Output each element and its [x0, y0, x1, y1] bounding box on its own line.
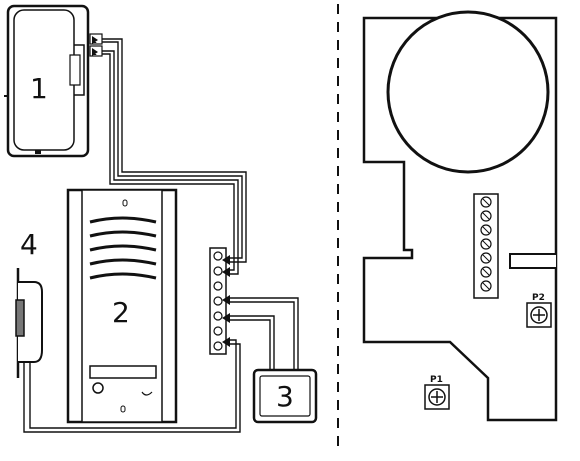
label-panel: 2	[112, 296, 130, 329]
call-button	[92, 382, 104, 394]
circuit-board	[362, 10, 558, 422]
name-window	[89, 365, 157, 379]
label-p2: P2	[532, 293, 545, 303]
exit-button	[252, 368, 318, 424]
speaker-grille	[89, 216, 157, 280]
label-button: 3	[276, 380, 294, 413]
speaker-circle	[386, 10, 550, 174]
intercom-handset	[4, 4, 90, 158]
label-lock: 4	[20, 228, 38, 261]
electric-lock	[15, 268, 43, 378]
label-p1: P1	[430, 375, 443, 385]
wire-arrows	[92, 36, 230, 347]
board-terminal-block	[473, 193, 499, 299]
label-handset: 1	[30, 72, 48, 105]
potentiometer-p2	[526, 302, 552, 328]
wires	[23, 38, 299, 433]
door-panel	[66, 188, 178, 424]
panel-terminal-strip	[209, 247, 227, 355]
handset-terminals: L L	[89, 33, 103, 57]
potentiometer-p1	[424, 384, 450, 410]
